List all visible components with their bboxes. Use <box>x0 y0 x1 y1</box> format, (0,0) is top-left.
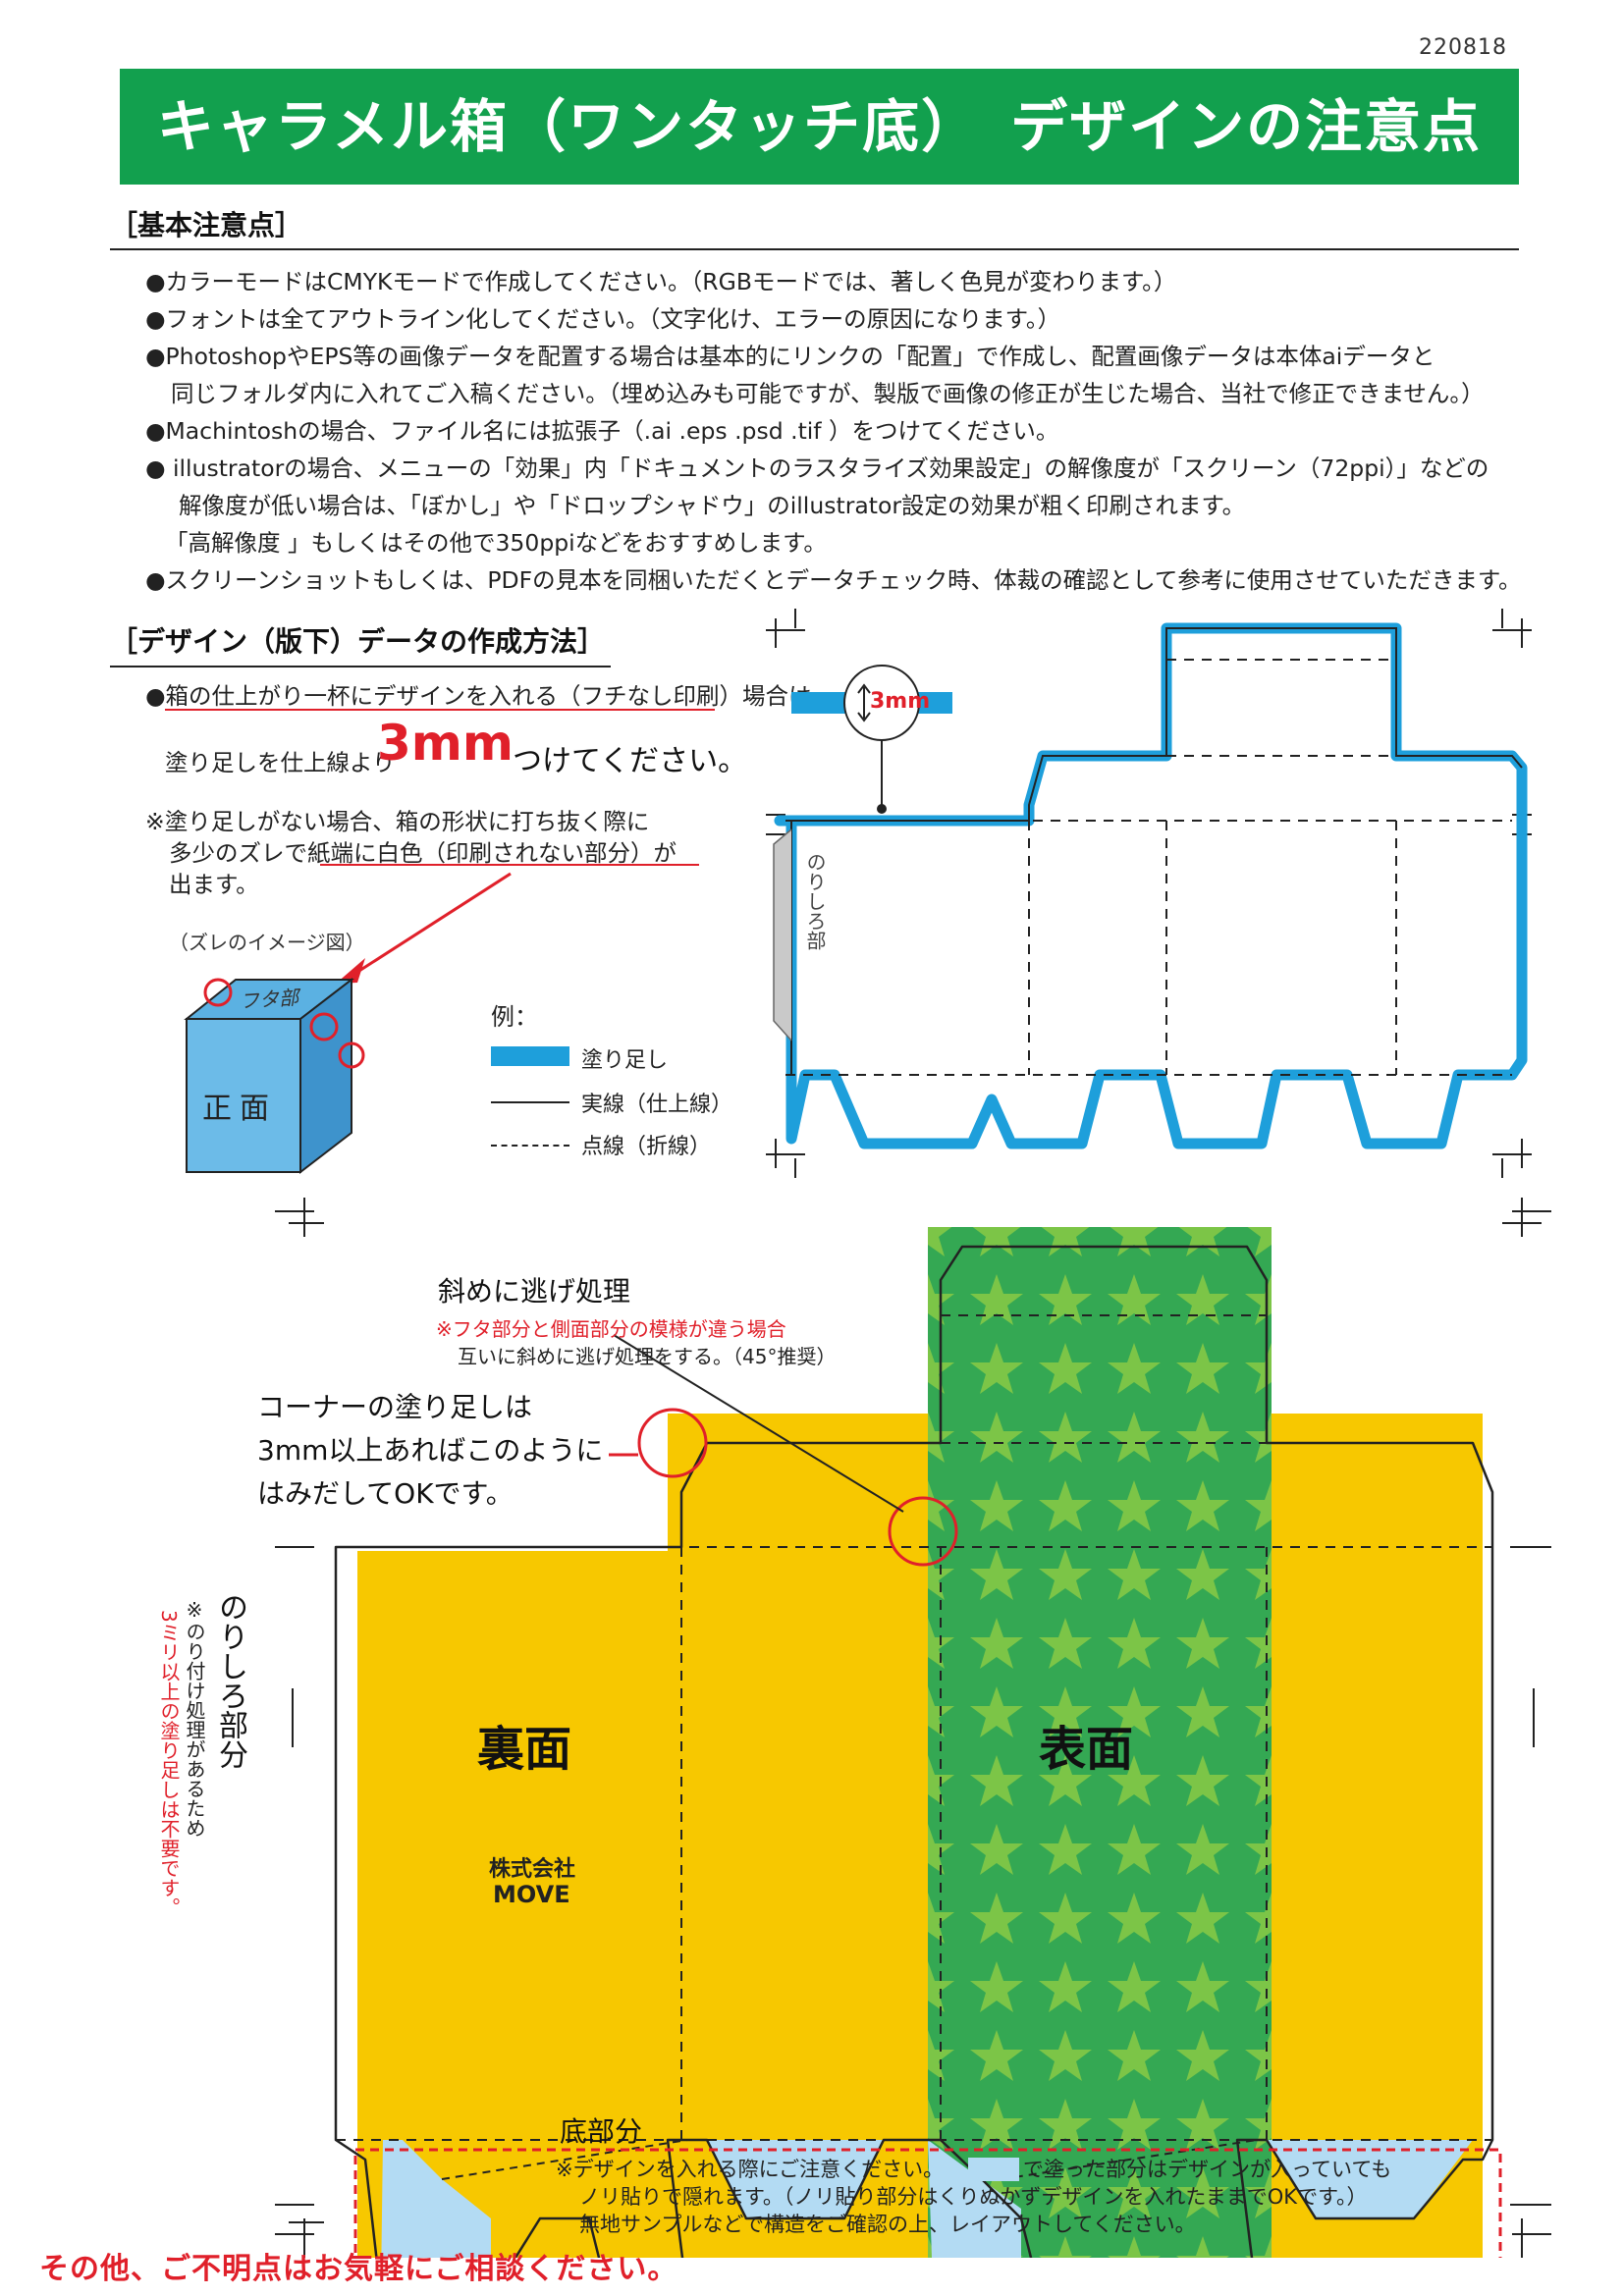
footer-contact-note: その他、ご不明点はお気軽にご相談ください。 <box>39 2252 678 2286</box>
design-heading-rule <box>110 666 611 667</box>
design-line-1: ●箱の仕上がり一杯にデザインを入れる（フチなし印刷）場合は <box>145 682 812 710</box>
lid-fold-lines <box>1166 659 1396 757</box>
image-caption: （ズレのイメージ図） <box>169 931 365 954</box>
bottom-part-title: 底部分 <box>560 2115 643 2148</box>
basic-item-5-cont2: 「高解像度 」もしくはその他で350ppiなどをおすすめします。 <box>165 529 827 557</box>
title-banner: キャラメル箱（ワンタッチ底） デザインの注意点 <box>120 69 1519 185</box>
legend-dashed-swatch <box>491 1145 569 1147</box>
design-note-2: 多少のズレで紙端に白色（印刷されない部分）が <box>169 839 677 867</box>
pointer-arrowhead <box>336 958 365 984</box>
legend-dashed-label: 点線（折線） <box>581 1135 712 1159</box>
glue-flap <box>773 828 792 1041</box>
design-note-3: 出ます。 <box>169 871 259 898</box>
design-line-2-suffix: つけてください。 <box>513 744 748 778</box>
basic-item-3-cont: 同じフォルダ内に入れてご入稿ください。（埋め込みも可能ですが、製版で画像の修正が… <box>171 380 1485 407</box>
light-blue-swatch <box>968 2158 1019 2181</box>
magnifier-dot <box>877 804 887 814</box>
bottom-note-1: ※デザインを入れる際にご注意ください。 <box>556 2158 945 2181</box>
corner-note-2: 3mm以上あればこのように <box>257 1434 604 1467</box>
bleed-3mm-emphasis: 3mm <box>377 715 514 772</box>
bottom-design-template <box>275 1198 1551 2258</box>
basic-item-5: ● illustratorの場合、メニューの「効果」内「ドキュメントのラスタライ… <box>145 454 1489 482</box>
bottom-flap-diagonals <box>441 2139 1258 2180</box>
page-title: キャラメル箱（ワンタッチ底） デザインの注意点 <box>156 93 1483 160</box>
bottom-fold-lines-horizontal <box>336 1546 1492 2141</box>
design-line-2-prefix: 塗り足しを仕上線より <box>165 749 396 776</box>
legend-solid-swatch <box>491 1101 569 1103</box>
die-cut-outline <box>334 1245 1494 2258</box>
basic-item-2: ●フォントは全てアウトライン化してください。（文字化け、エラーの原因になります。… <box>145 305 1061 333</box>
basic-item-4: ●Machintoshの場合、ファイル名には拡張子（.ai .eps .psd … <box>145 417 1059 445</box>
glue-title: のりしろ部分 <box>213 1592 247 1769</box>
corner-note-3: はみだしてOKです。 <box>257 1477 514 1510</box>
pointer-line <box>348 872 512 980</box>
company-name-line-1: 株式会社 <box>489 1857 576 1882</box>
basic-item-6: ●スクリーンショットもしくは、PDFの見本を同梱いただくとデータチェック時、体裁… <box>145 566 1522 594</box>
basic-heading-rule <box>110 248 1519 250</box>
basic-section-heading: ［基本注意点］ <box>110 209 303 241</box>
box-front-face <box>186 1018 301 1173</box>
misalignment-illustration <box>184 872 512 1175</box>
blue-hidden-area-3 <box>928 2140 1021 2258</box>
legend-heading: 例： <box>491 1003 538 1031</box>
basic-item-3: ●PhotoshopやEPS等の画像データを配置する場合は基本的にリンクの「配置… <box>145 343 1435 370</box>
document-code: 220818 <box>1419 35 1507 60</box>
glue-note-2: 3ミリ以上の塗り足しは不要です。 <box>157 1610 181 1917</box>
dimension-label: 3mm <box>870 689 931 714</box>
fold-lines-vertical <box>1028 821 1397 1075</box>
basic-item-5-cont: 解像度が低い場合は、「ぼかし」や「ドロップシャドウ」のillustrator設定… <box>179 492 1246 519</box>
bottom-note-2: ノリ貼りで隠れます。（ノリ貼り部分はくりぬかずデザインを入れたままでOKです。） <box>579 2185 1368 2209</box>
trim-outline-top <box>791 627 1523 822</box>
bottom-note-3: 無地サンプルなどで構造をご確認の上、レイアウトしてください。 <box>579 2213 1196 2236</box>
box-front-label: 正面 <box>202 1092 277 1126</box>
highlight-circle-1 <box>203 978 233 1007</box>
design-line-1-underline <box>165 709 715 711</box>
legend-solid-label: 実線（仕上線） <box>581 1093 733 1117</box>
blue-hidden-area-4 <box>1267 2140 1473 2218</box>
top-die-template <box>766 609 1532 1178</box>
design-note-2-underline <box>320 864 699 866</box>
diagonal-pointer-line <box>613 1334 904 1513</box>
diagonal-note-2: 互いに斜めに逃げ処理をする。（45°推奨） <box>458 1345 837 1368</box>
top-glue-label: のりしろ部 <box>803 852 827 950</box>
blue-hidden-area-1 <box>381 2140 491 2258</box>
bottom-trim-marks <box>275 1198 1551 2258</box>
corner-note-1: コーナーの塗り足しは <box>257 1391 533 1423</box>
glue-note-1: ※のり付け処理があるため <box>183 1598 206 1838</box>
diagonal-title: 斜めに逃げ処理 <box>438 1275 631 1308</box>
star-pattern-panel <box>928 1227 1272 2258</box>
diagonal-highlight-circle <box>888 1496 958 1567</box>
highlight-circle-2 <box>309 1012 339 1041</box>
design-note-1: ※塗り足しがない場合、箱の形状に打ち抜く際に <box>145 808 650 835</box>
design-section-heading: ［デザイン（版下）データの作成方法］ <box>110 625 606 658</box>
front-face-label: 表面 <box>1039 1722 1134 1777</box>
corner-highlight-circle <box>637 1408 708 1478</box>
company-name-line-2: MOVE <box>493 1881 570 1908</box>
basic-item-1: ●カラーモードはCMYKモードで作成してください。（RGBモードでは、著しく色見… <box>145 268 1177 295</box>
dimension-arrow <box>857 683 871 722</box>
box-lid-label: フタ部 <box>239 985 299 1014</box>
highlight-circle-3 <box>338 1041 365 1069</box>
diagonal-note-1: ※フタ部分と側面部分の模様が違う場合 <box>436 1317 786 1341</box>
trim-marks <box>766 609 1532 1178</box>
legend-bleed-swatch <box>491 1046 569 1066</box>
bottom-note-1b: で塗った部分はデザインが入っていても <box>1023 2158 1392 2181</box>
blue-hidden-area-2 <box>707 2140 884 2218</box>
legend-bleed-label: 塗り足し <box>581 1048 669 1073</box>
back-face-label: 裏面 <box>477 1722 572 1777</box>
